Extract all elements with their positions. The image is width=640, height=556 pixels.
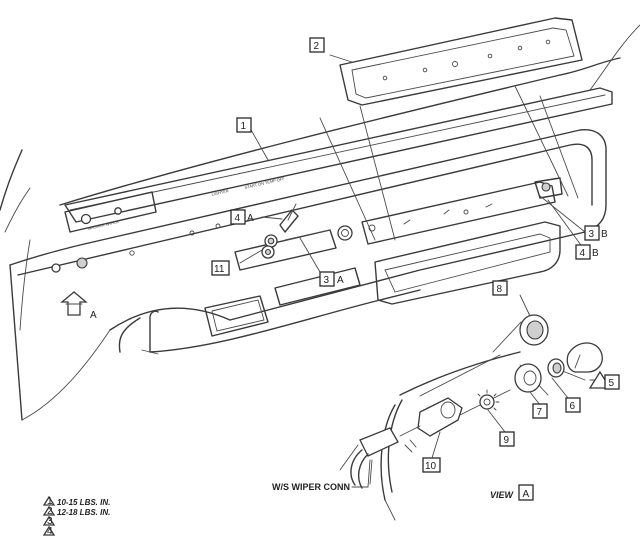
svg-text:12-18 LBS. IN.: 12-18 LBS. IN. xyxy=(57,508,110,517)
svg-text:6: 6 xyxy=(570,401,576,412)
center-plate-text-1: LIGHTER xyxy=(211,188,229,197)
callout-2: 2 xyxy=(309,37,325,53)
svg-text:4: 4 xyxy=(235,213,241,224)
right-switch-plate xyxy=(361,181,556,245)
view-a-label: VIEW A xyxy=(490,484,534,501)
svg-text:9: 9 xyxy=(504,435,510,446)
svg-text:B: B xyxy=(592,248,599,259)
callout-10: 10 xyxy=(422,457,441,473)
callout-4b: 4 B xyxy=(575,244,599,260)
torque-note-4: 4 xyxy=(42,525,56,537)
callout-9: 9 xyxy=(499,431,515,447)
svg-text:1: 1 xyxy=(47,496,53,507)
callout-11: 11 xyxy=(211,260,230,276)
part-1-upper-pad-molding xyxy=(64,87,613,223)
glove-box-door xyxy=(374,221,561,305)
panel-switches xyxy=(51,177,563,273)
torque-note-2: 2 12-18 LBS. IN. xyxy=(42,505,110,517)
body-contour-lines xyxy=(0,24,640,331)
wiper-conn-caption: W/S WIPER CONN xyxy=(272,482,350,492)
svg-text:10: 10 xyxy=(425,461,437,472)
svg-text:5: 5 xyxy=(609,378,615,389)
svg-text:3: 3 xyxy=(324,275,330,286)
svg-text:4: 4 xyxy=(47,526,53,537)
callout-4a: 4 A xyxy=(230,209,254,225)
part-2-upper-trim-plate xyxy=(339,17,583,106)
svg-text:VIEW: VIEW xyxy=(490,490,515,500)
callout-7: 7 xyxy=(532,403,548,419)
svg-text:2: 2 xyxy=(314,41,320,52)
svg-text:4: 4 xyxy=(580,248,586,259)
torque-note-1: 1 10-15 LBS. IN. xyxy=(42,495,110,507)
svg-text:10-15 LBS. IN.: 10-15 LBS. IN. xyxy=(57,498,110,507)
view-a-arrow: A xyxy=(60,291,97,321)
left-plate-text: WASHER WIPER xyxy=(87,219,119,231)
torque-legend: 1 10-15 LBS. IN. 2 12-18 LBS. IN. 3 4 xyxy=(42,495,110,537)
callout-1: 1 xyxy=(236,117,252,133)
callout-3b: 3 B xyxy=(584,225,608,241)
view-a-detail: 8 6 7 9 10 5 W/S WIPER CONN VIEW A xyxy=(272,280,620,521)
callout-6: 6 xyxy=(565,397,581,413)
callout-3a: 3 A xyxy=(319,271,344,287)
leader-lines xyxy=(239,54,587,273)
svg-text:3: 3 xyxy=(589,229,595,240)
svg-text:3: 3 xyxy=(47,516,53,527)
svg-text:A: A xyxy=(523,489,530,500)
svg-text:B: B xyxy=(601,229,608,240)
torque-note-3: 3 xyxy=(42,515,56,527)
center-plate-text: LIGHTER START ON TEMP OFF xyxy=(211,176,286,197)
svg-text:2: 2 xyxy=(47,506,53,517)
center-opening xyxy=(274,267,361,306)
center-plate-text-2: START ON TEMP OFF xyxy=(244,176,286,190)
svg-text:8: 8 xyxy=(497,284,503,295)
svg-text:A: A xyxy=(247,213,254,224)
svg-text:1: 1 xyxy=(241,121,247,132)
callout-8: 8 xyxy=(492,280,508,296)
svg-text:7: 7 xyxy=(537,407,543,418)
lower-left-opening xyxy=(204,295,269,337)
radio-recess xyxy=(234,229,337,271)
svg-text:A: A xyxy=(337,275,344,286)
callout-5: 5 xyxy=(588,370,620,390)
svg-text:11: 11 xyxy=(214,264,225,275)
left-switch-plate: WASHER WIPER xyxy=(64,191,157,233)
svg-text:A: A xyxy=(90,310,97,321)
